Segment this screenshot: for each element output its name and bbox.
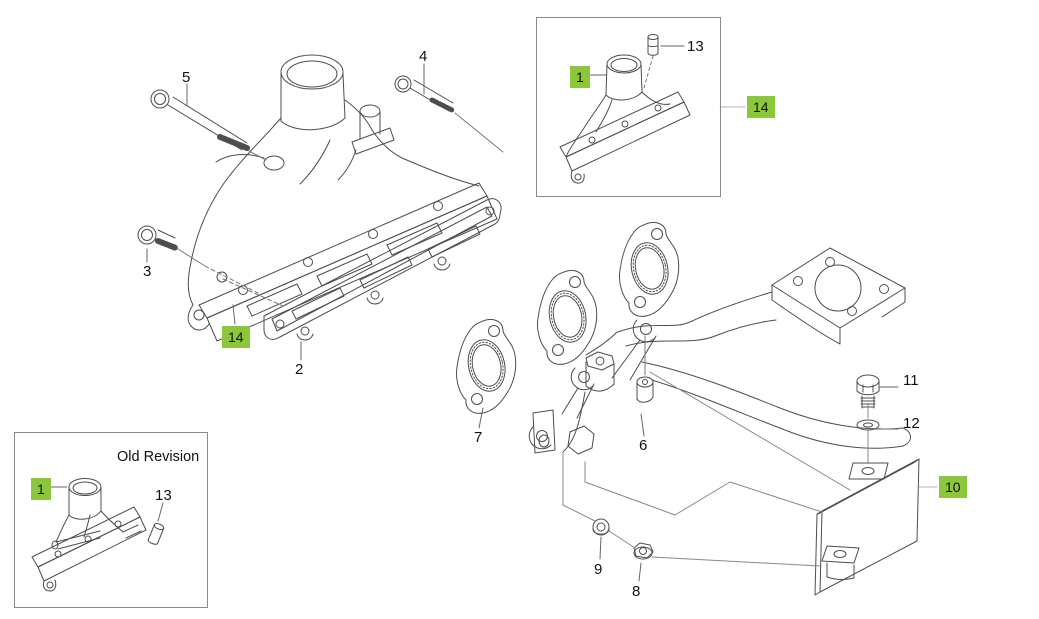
callout-7[interactable]: 7 xyxy=(474,429,483,446)
callout-13-old[interactable]: 13 xyxy=(155,487,172,504)
nut-8-drawing xyxy=(633,542,654,560)
leader-lines xyxy=(48,45,938,582)
bolt-5-drawing xyxy=(150,89,267,161)
callout-14-highlighted-main[interactable]: 14 xyxy=(222,326,250,348)
alignment-lines xyxy=(562,371,869,567)
intake-gasket-drawing xyxy=(263,198,502,341)
old-revision-inset-drawing xyxy=(31,478,165,592)
stud-nut-6-drawing xyxy=(636,335,654,403)
bolt-11-drawing xyxy=(856,374,880,409)
callout-1-highlighted-old[interactable]: 1 xyxy=(31,478,51,500)
callout-2[interactable]: 2 xyxy=(295,361,304,378)
callout-12[interactable]: 12 xyxy=(903,415,920,432)
bolt-3-drawing xyxy=(137,225,284,307)
callout-10-highlighted[interactable]: 10 xyxy=(939,476,967,498)
new-revision-inset-box xyxy=(536,17,721,197)
callout-11[interactable]: 11 xyxy=(903,372,919,389)
bolt-4-drawing xyxy=(394,75,504,153)
callout-4[interactable]: 4 xyxy=(419,48,428,65)
callout-3[interactable]: 3 xyxy=(143,263,152,280)
old-revision-inset-box xyxy=(14,432,208,608)
callout-13-new[interactable]: 13 xyxy=(687,38,704,55)
callout-8[interactable]: 8 xyxy=(632,583,641,600)
heat-shield-drawing xyxy=(814,458,920,596)
new-revision-inset-drawing xyxy=(559,34,691,184)
nut-9-drawing xyxy=(592,518,610,536)
callout-1-highlighted-new[interactable]: 1 xyxy=(570,66,590,88)
old-revision-caption: Old Revision xyxy=(117,449,200,465)
callout-14-highlighted-new[interactable]: 14 xyxy=(747,96,775,118)
callout-5[interactable]: 5 xyxy=(182,69,191,86)
exhaust-manifold-drawing xyxy=(528,247,911,455)
callout-6[interactable]: 6 xyxy=(639,437,648,454)
callout-9[interactable]: 9 xyxy=(594,561,603,578)
intake-manifold-drawing xyxy=(187,54,498,342)
